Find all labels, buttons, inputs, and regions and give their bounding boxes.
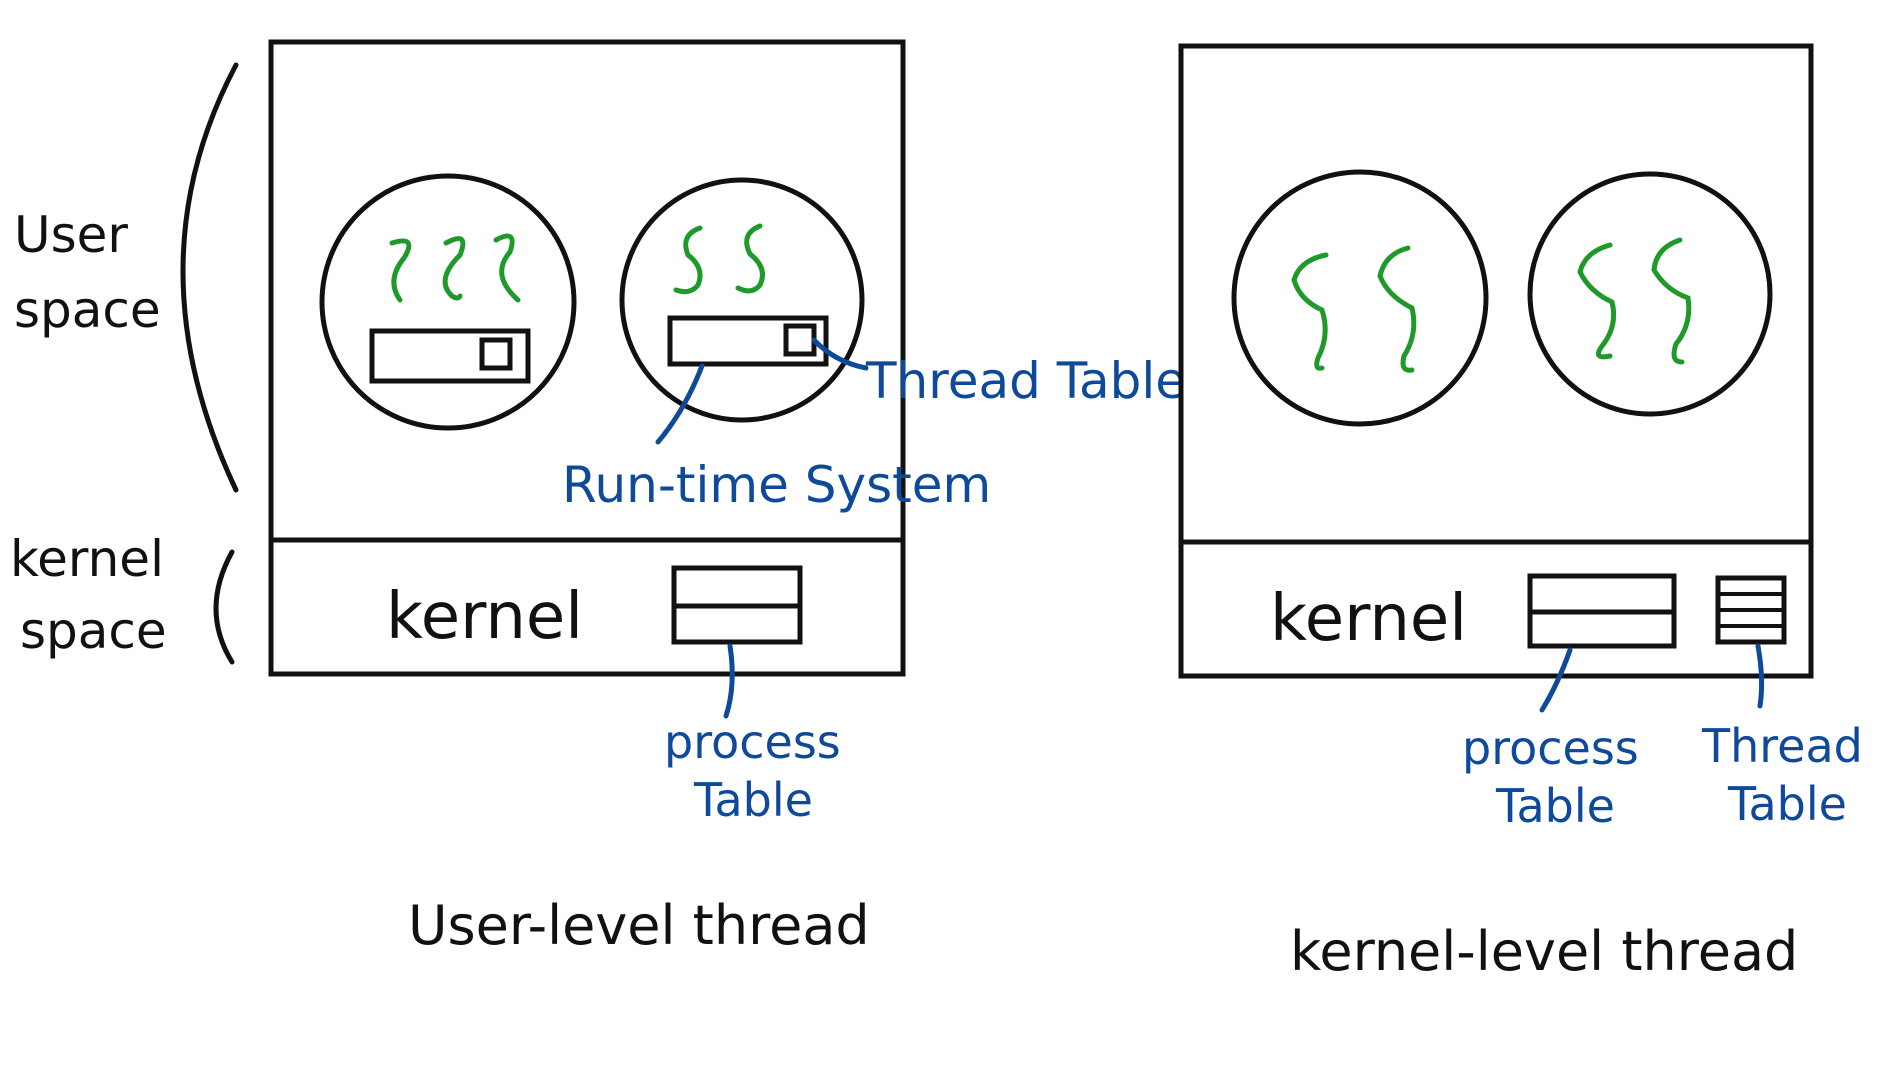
thread-squiggles-process-1	[389, 233, 521, 303]
thread-table-box-1	[479, 337, 513, 371]
thread-squiggles-process-2	[673, 223, 765, 295]
user-space-label-line1: User	[14, 206, 128, 264]
kernel-space-label-line1: kernel	[10, 530, 164, 588]
process-circle-4	[1527, 171, 1773, 417]
process-table-label-left-line2: Table	[693, 773, 813, 827]
thread-table-box-2	[783, 323, 817, 357]
user-space-label-line2: space	[14, 281, 161, 339]
kernel-label-right: kernel	[1270, 582, 1467, 656]
thread-table-label-right-line2: Table	[1727, 777, 1847, 831]
thread-table-label-left: Thread Table	[865, 352, 1186, 410]
thread-table-label-right-line1: Thread	[1701, 719, 1863, 773]
user-level-diagram: User space kernel space kernel Thread Ta	[10, 39, 1186, 957]
process-table-label-right-line1: process	[1462, 721, 1639, 775]
process-circle-1	[319, 173, 577, 431]
process-table-pointer-right	[1539, 647, 1573, 713]
process-circle-2	[619, 177, 865, 423]
kernel-level-diagram: kernel process Table Thread Table kernel…	[1178, 43, 1863, 983]
runtime-system-bar-1	[369, 328, 531, 384]
thread-table-pointer	[811, 337, 869, 371]
kernel-label-left: kernel	[386, 580, 583, 654]
runtime-system-label: Run-time System	[562, 456, 991, 514]
process-space-box	[268, 39, 906, 677]
thread-table-pointer-right	[1755, 643, 1765, 709]
thread-squiggles-process-3	[1291, 245, 1417, 373]
user-space-bracket	[180, 62, 239, 493]
runtime-system-pointer	[655, 363, 705, 445]
process-table-pointer-left	[723, 643, 735, 719]
user-level-caption: User-level thread	[408, 894, 870, 957]
thread-squiggles-process-4	[1577, 237, 1692, 365]
process-table-label-left-line1: process	[664, 715, 841, 769]
process-space-box-right	[1178, 43, 1814, 679]
process-table-label-right-line2: Table	[1495, 779, 1615, 833]
kernel-space-label-line2: space	[20, 602, 167, 660]
process-circle-3	[1231, 169, 1489, 427]
kernel-level-caption: kernel-level thread	[1290, 920, 1798, 983]
kernel-space-bracket	[213, 549, 235, 665]
runtime-system-bar-2	[667, 315, 829, 367]
